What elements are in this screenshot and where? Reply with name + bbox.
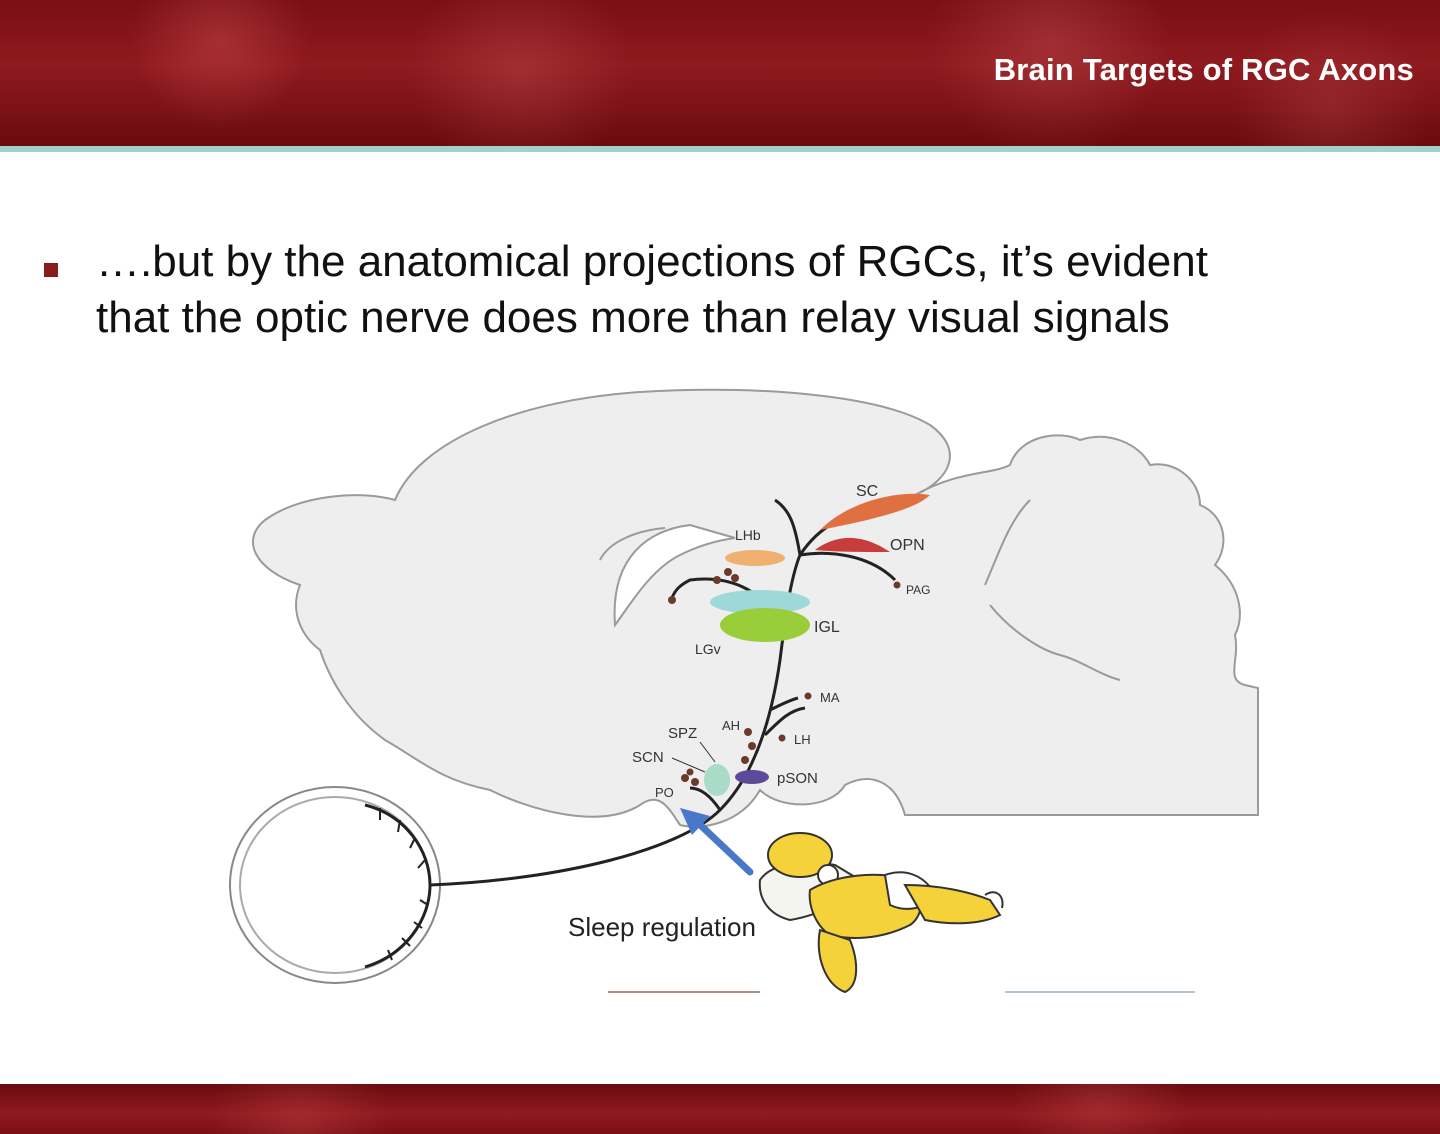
- label-lgv: LGv: [695, 641, 721, 657]
- opn-region: [815, 537, 890, 552]
- igl-region: [710, 590, 810, 614]
- terminal-dots: [668, 568, 901, 786]
- scn-region: [704, 764, 730, 796]
- scn-leader: [671, 757, 706, 773]
- sleeping-figure-illustration: [758, 832, 1004, 994]
- sleep-regulation-caption: Sleep regulation: [568, 912, 756, 942]
- title-divider: [0, 146, 1440, 152]
- sc-region: [820, 493, 930, 530]
- label-igl: IGL: [814, 619, 840, 636]
- label-spz: SPZ: [668, 725, 697, 742]
- ventricle-curve-2: [599, 527, 666, 561]
- label-lhb: LHb: [735, 527, 761, 543]
- pson-region: [735, 770, 769, 784]
- bullet-text: ….but by the anatomical projections of R…: [96, 234, 1396, 346]
- rgc-ticks: [379, 808, 429, 961]
- spz-leader: [699, 741, 716, 763]
- cerebellum-fold: [989, 604, 1121, 681]
- eye-outer: [229, 786, 441, 984]
- label-pson: pSON: [777, 770, 818, 787]
- bullet-marker: [44, 263, 58, 277]
- label-sc: SC: [856, 483, 878, 500]
- label-po: PO: [655, 785, 674, 800]
- label-opn: OPN: [890, 537, 925, 554]
- cerebellum-fold-2: [984, 499, 1031, 586]
- lgv-region: [720, 608, 810, 642]
- label-scn: SCN: [632, 749, 664, 766]
- sleep-arrow: [680, 808, 754, 876]
- label-pag: PAG: [906, 583, 930, 597]
- bullet-line-2: that the optic nerve does more than rela…: [96, 293, 1170, 342]
- title-banner: [0, 0, 1440, 146]
- ventricle-curve: [613, 523, 736, 628]
- slide-title: Brain Targets of RGC Axons: [993, 52, 1414, 87]
- lhb-region: [725, 550, 785, 566]
- label-ah: AH: [722, 718, 740, 733]
- label-ma: MA: [820, 690, 840, 705]
- brain-diagram: SC OPN PAG LHb IGL LGv MA AH LH SPZ SCN …: [229, 388, 1259, 994]
- label-lh: LH: [794, 732, 811, 747]
- bullet-line-1: ….but by the anatomical projections of R…: [96, 237, 1208, 286]
- footer-banner: [0, 1084, 1440, 1134]
